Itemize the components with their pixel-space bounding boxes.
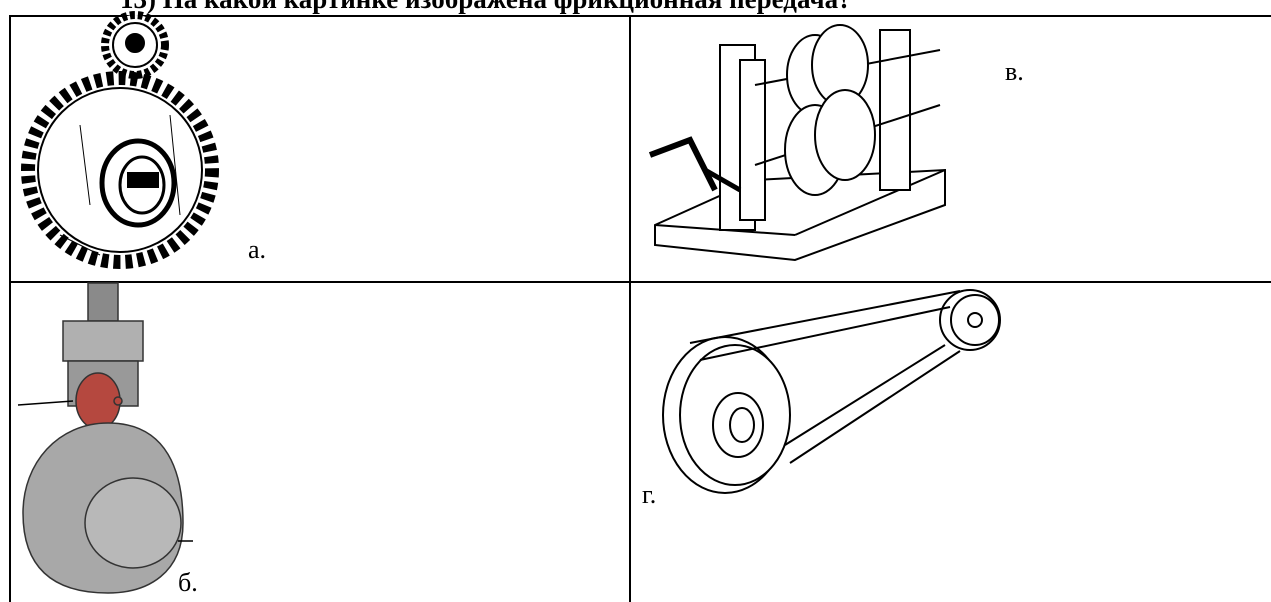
belt-drive-icon [662,289,1001,494]
friction-roller-mechanism-icon [648,24,946,262]
cam-and-roller-follower-icon [17,282,193,594]
table-divider-vertical [629,15,631,602]
spur-gear-pair-icon [21,11,219,269]
table-divider-horizontal [9,281,1271,283]
answer-table [9,15,1271,602]
cell-b-label: б. [178,568,198,597]
question-title: 13) На какой картинке изображена фрикцио… [120,0,852,15]
cell-g-label: г. [642,480,657,509]
cell-v-label: в. [1005,57,1024,86]
cell-a-label: а. [248,235,267,264]
